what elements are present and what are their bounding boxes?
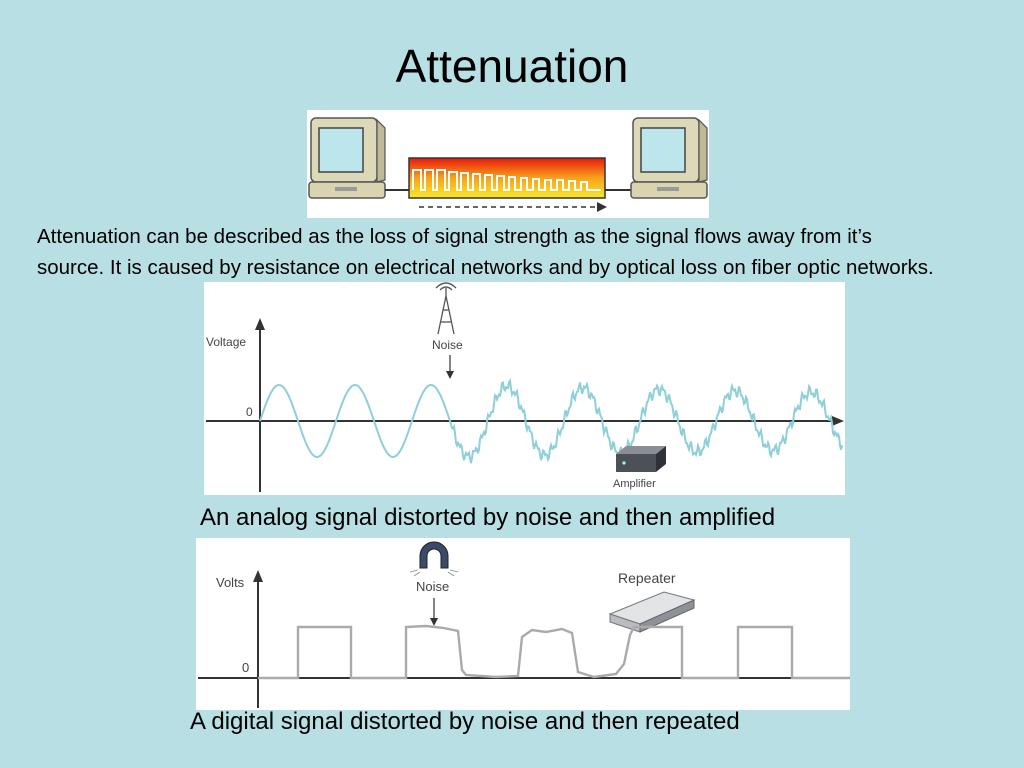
computer-icon-left [308, 117, 386, 199]
digital-noise-label: Noise [416, 579, 449, 594]
amplifier-label: Amplifier [613, 478, 656, 490]
repeater-icon [608, 591, 696, 633]
digital-zero-label: 0 [242, 660, 249, 675]
analog-signal-figure: Voltage 0 Noise Amplifier [204, 282, 845, 495]
analog-signal-wave [259, 377, 843, 464]
magnet-icon [409, 541, 459, 577]
signal-cable [408, 157, 606, 199]
description-paragraph: Attenuation can be described as the loss… [37, 225, 934, 279]
network-illustration [307, 110, 709, 218]
voltage-axis-label: Voltage [206, 335, 246, 349]
antenna-tower-icon [435, 282, 457, 335]
analog-zero-label: 0 [246, 405, 253, 419]
analog-figure-caption: An analog signal distorted by noise and … [200, 504, 776, 531]
digital-signal-figure: Volts 0 Noise Repeater [196, 538, 850, 710]
analog-noise-label: Noise [432, 338, 463, 352]
volts-axis-label: Volts [216, 575, 245, 590]
repeater-label: Repeater [618, 570, 676, 586]
digital-signal-wave [258, 624, 850, 680]
digital-figure-caption: A digital signal distorted by noise and … [190, 708, 740, 735]
amplifier-icon [616, 446, 666, 472]
computer-icon-right [630, 117, 708, 199]
slide-title: Attenuation [395, 40, 629, 92]
